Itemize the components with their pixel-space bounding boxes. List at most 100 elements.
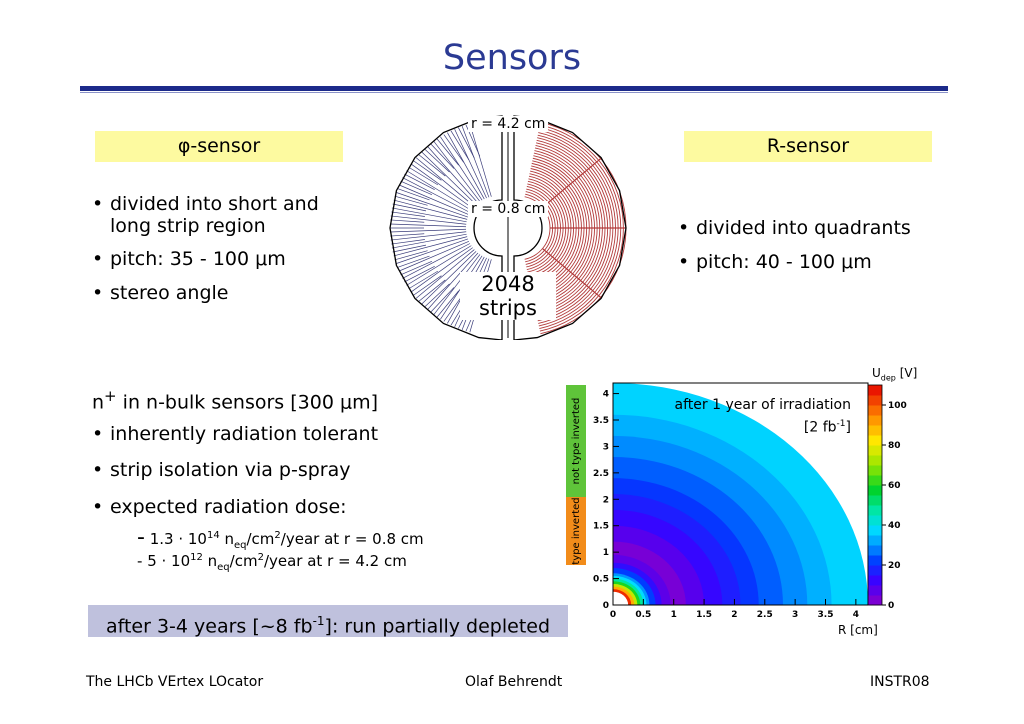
phi-strip <box>404 266 435 283</box>
r-pitch-unit: m <box>853 251 872 273</box>
r-quadrant-divider <box>542 158 602 208</box>
phi-strip <box>415 249 475 299</box>
colorbar-label: Udep [V] <box>872 366 917 382</box>
r-outer-label: r = 4.2 cm <box>468 116 549 132</box>
phi-bullet-2: •pitch: 35 - 100 μm <box>92 248 286 270</box>
phi-strip <box>392 244 427 253</box>
phi-strip <box>413 160 442 181</box>
phi-strip <box>400 180 433 196</box>
phi-strip <box>424 283 450 308</box>
phi-strip <box>397 255 430 268</box>
dose-dash: - <box>137 552 143 570</box>
phi-strip <box>390 231 467 241</box>
type-inverted-label: type inverted <box>571 497 582 564</box>
y-tick-label: 2.5 <box>593 469 609 479</box>
dose-line-2: - 5 · 1012 neq/cm2/year at r = 4.2 cm <box>137 552 407 573</box>
z-tick-label: 40 <box>888 521 901 531</box>
phi-strip <box>440 136 483 201</box>
phi-strip <box>391 233 467 249</box>
inner-hole <box>613 591 629 605</box>
phi-strip <box>433 254 481 316</box>
phi-strip <box>392 203 427 212</box>
heatmap-rings <box>613 383 868 605</box>
r-inner-label: r = 0.8 cm <box>468 201 549 217</box>
phi-strip <box>394 195 428 206</box>
dose2-d: /year at r = 4.2 cm <box>263 552 407 570</box>
phi-strip <box>450 130 470 161</box>
x-axis-label: R [cm] <box>838 623 878 637</box>
phi-strip <box>413 275 442 296</box>
strips-count: 2048 <box>481 272 535 296</box>
phi-strip <box>424 148 450 173</box>
mu-symbol: μ <box>339 391 353 414</box>
x-tick-label: 3.5 <box>818 610 834 620</box>
y-tick-label: 4 <box>603 390 609 400</box>
phi-strip <box>395 238 469 264</box>
title-rule <box>80 86 948 91</box>
phi-strip <box>415 157 475 207</box>
colorbar-cell <box>868 555 882 566</box>
dose2-c: /cm <box>229 552 258 570</box>
colorbar-cell <box>868 585 882 596</box>
dose1-exp2: 2 <box>274 530 281 541</box>
phi-strip <box>393 199 468 220</box>
phi-strip <box>410 247 473 293</box>
phi-strip <box>406 245 472 286</box>
not-type-inverted-label: not type inverted <box>571 398 582 485</box>
sensor-diagram <box>389 115 627 340</box>
footer-left: The LHCb VErtex LOcator <box>86 674 264 690</box>
dose-dash: - <box>137 525 145 550</box>
annotation-line-1: after 1 year of irradiation <box>674 397 851 413</box>
phi-strip <box>443 134 465 163</box>
nbulk-heading: n+ in n-bulk sensors [300 μm] <box>92 385 378 413</box>
z-tick-label: 60 <box>888 481 901 491</box>
phi-strip <box>433 140 481 202</box>
colorbar-cell <box>868 425 882 436</box>
phi-strip <box>447 132 485 200</box>
dose1-exp: 14 <box>206 530 220 541</box>
phi-strip <box>436 290 459 318</box>
colorbar-cell <box>868 515 882 526</box>
colorbar-cell <box>868 405 882 416</box>
x-tick-label: 1 <box>671 610 677 620</box>
dose2-sub: eq <box>217 562 230 573</box>
colorbar-cell <box>868 455 882 466</box>
phi-symbol: φ <box>177 135 191 157</box>
phi-strip <box>404 173 435 190</box>
phi-strip <box>427 252 479 310</box>
dose-line-1: - 1.3 · 1014 neq/cm2/year at r = 0.8 cm <box>137 525 424 551</box>
dose2-exp2: 2 <box>257 552 264 563</box>
colorbar-cell <box>868 465 882 476</box>
phi-bullet-3-text: stereo angle <box>110 282 229 304</box>
colorbar-cell <box>868 525 882 536</box>
phi-strip <box>421 151 477 205</box>
y-tick-label: 1 <box>603 548 609 558</box>
not-inverted-band <box>566 385 586 497</box>
phi-heading-text: -sensor <box>190 135 261 157</box>
r-bullet-2: •pitch: 40 - 100 μm <box>678 251 872 273</box>
phi-strip <box>454 128 487 199</box>
phi-strip <box>430 287 455 313</box>
bullet-dot: • <box>92 193 104 215</box>
page-title: Sensors <box>442 38 582 78</box>
phi-strip <box>402 243 471 279</box>
inverted-band <box>566 497 586 565</box>
colorbar-cell <box>868 415 882 426</box>
y-tick-label: 0.5 <box>593 575 609 585</box>
phi-sensor-heading: φ-sensor <box>95 131 343 162</box>
phi-strip <box>395 192 469 218</box>
dose2-exp: 12 <box>190 552 203 563</box>
phi-strip <box>402 177 471 213</box>
r-sensor-heading: R-sensor <box>684 131 932 162</box>
footer-center: Olaf Behrendt <box>465 674 563 690</box>
annotation-line-2a: [2 fb <box>803 419 837 436</box>
r-bullet-1: •divided into quadrants <box>678 217 911 239</box>
nbulk-bullet-2: •strip isolation via p-spray <box>92 459 351 481</box>
phi-strip <box>418 279 446 302</box>
dose1-sub: eq <box>233 540 247 551</box>
colorbar-cell <box>868 435 882 446</box>
z-tick-label: 80 <box>888 441 901 451</box>
x-tick-label: 0.5 <box>635 610 651 620</box>
